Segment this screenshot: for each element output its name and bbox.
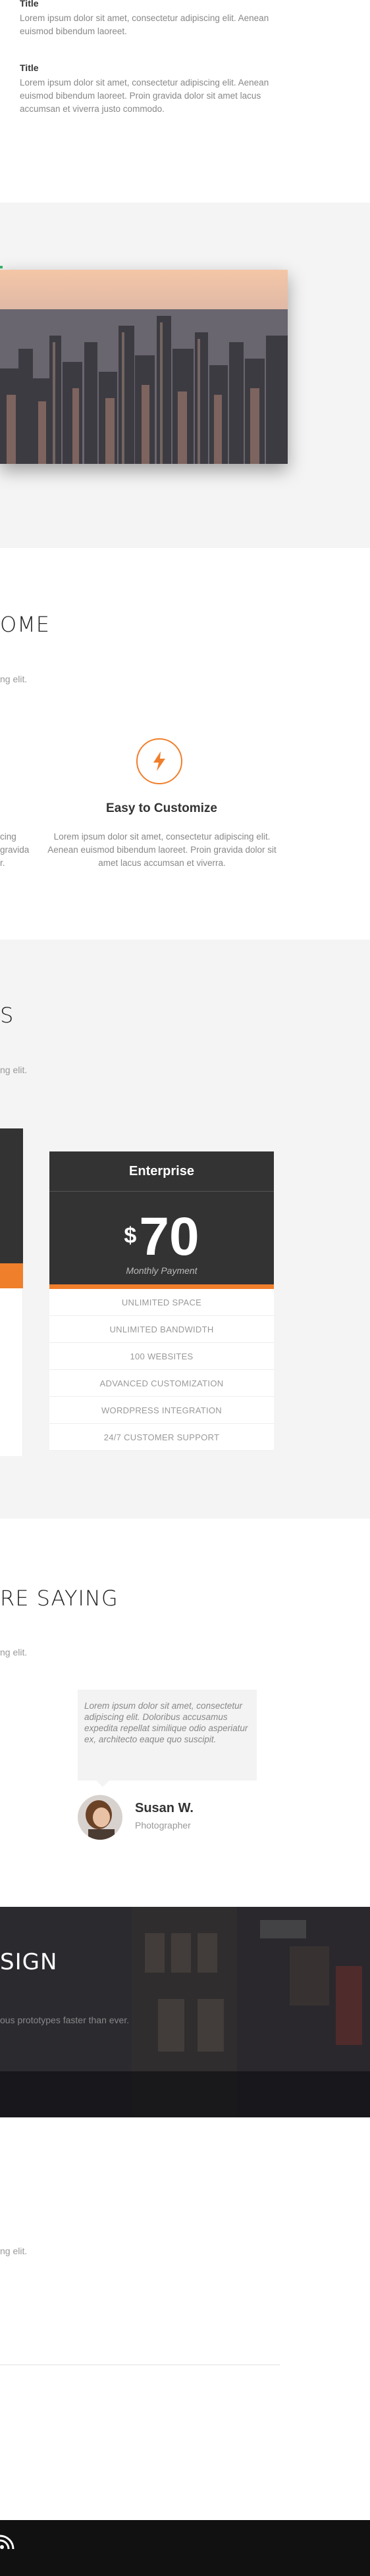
plan-feature: UNLIMITED SPACE <box>49 1289 274 1316</box>
plan-name: Enterprise <box>49 1151 274 1192</box>
feature-description: Lorem ipsum dolor sit amet, consectetur … <box>47 832 277 868</box>
design-banner <box>0 1907 370 2117</box>
left-feature-fragment: gravida <box>0 845 30 855</box>
divider <box>0 2364 280 2365</box>
footer <box>0 2520 370 2576</box>
testimonial-role: Photographer <box>135 1820 191 1831</box>
price-currency: $ <box>124 1223 137 1248</box>
lightning-icon <box>153 751 165 771</box>
price-value: 70 <box>139 1207 199 1267</box>
banner-heading: SIGN <box>0 1949 58 1975</box>
pricing-card-partial <box>0 1128 23 1288</box>
city-skyline-image <box>0 270 288 464</box>
welcome-heading: OME <box>0 612 51 637</box>
green-accent-dot <box>0 266 3 268</box>
testimonials-heading: RE SAYING <box>0 1586 119 1611</box>
left-feature-fragment: cing <box>0 832 16 842</box>
contact-subtitle: ng elit. <box>0 2246 28 2256</box>
price-block: $70 Monthly Payment <box>49 1192 274 1289</box>
feature-body: Lorem ipsum dolor sit amet, consectetur … <box>20 78 269 114</box>
plan-feature: WORDPRESS INTEGRATION <box>49 1397 274 1424</box>
pricing-card-partial-features <box>0 1288 23 1456</box>
testimonial-name: Susan W. <box>135 1801 194 1815</box>
welcome-subtitle: ng elit. <box>0 674 28 684</box>
banner-subtitle: ous prototypes faster than ever. <box>0 2015 130 2025</box>
price-amount: $70 <box>49 1206 274 1268</box>
feature-title-customize: Easy to Customize <box>106 801 217 815</box>
plan-feature: 100 WEBSITES <box>49 1343 274 1370</box>
feature-icon-circle <box>136 738 182 784</box>
testimonial-quote: Lorem ipsum dolor sit amet, consectetur … <box>78 1690 257 1780</box>
testimonials-subtitle: ng elit. <box>0 1647 28 1657</box>
price-period: Monthly Payment <box>126 1265 198 1276</box>
quote-pointer <box>96 1780 109 1787</box>
plan-feature: ADVANCED CUSTOMIZATION <box>49 1370 274 1397</box>
plan-feature: UNLIMITED BANDWIDTH <box>49 1316 274 1343</box>
pricing-card-enterprise: Enterprise $70 Monthly Payment UNLIMITED… <box>49 1151 274 1451</box>
pricing-subtitle: ng elit. <box>0 1065 28 1075</box>
plan-feature: 24/7 CUSTOMER SUPPORT <box>49 1424 274 1451</box>
pricing-heading: S <box>0 1003 14 1028</box>
rss-icon[interactable] <box>0 2535 14 2550</box>
pricing-card-partial-accent <box>0 1263 23 1288</box>
feature-body: Lorem ipsum dolor sit amet, consectetur … <box>20 13 269 36</box>
avatar <box>78 1795 122 1840</box>
feature-title: Title <box>20 63 39 73</box>
feature-title: Title <box>20 0 39 9</box>
left-feature-fragment: r. <box>0 858 5 868</box>
